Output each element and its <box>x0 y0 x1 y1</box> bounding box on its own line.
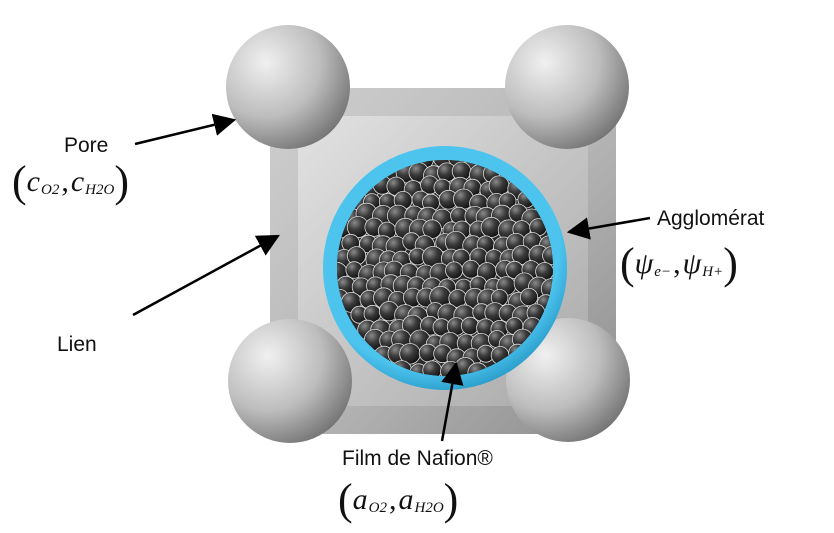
pore-sphere-top-left <box>226 25 350 149</box>
film-formula-var2: a <box>398 483 414 516</box>
pore-formula: (cO2,cH2O) <box>12 160 129 204</box>
pore-formula-sub2: H2O <box>85 181 115 198</box>
agglomerat-formula-close: ) <box>723 239 738 288</box>
pore-sphere-bottom-right <box>506 318 630 442</box>
film-formula: (aO2,aH2O) <box>338 478 458 522</box>
agglomerat-label: Agglomérat <box>657 207 765 230</box>
pore-formula-var1: c <box>26 165 40 198</box>
agglomerat-formula-comma: , <box>673 247 681 280</box>
agglomerate-particle <box>445 261 464 280</box>
pore-label: Pore <box>64 134 109 157</box>
pore-sphere-top-right <box>505 25 629 149</box>
pore-formula-open: ( <box>12 157 27 206</box>
film-formula-comma: , <box>389 483 397 516</box>
pore-formula-close: ) <box>114 157 129 206</box>
pore-arrow <box>134 113 237 146</box>
pore-formula-comma: , <box>61 165 69 198</box>
agglomerat-arrow <box>566 216 651 240</box>
agglomerate-particle <box>519 287 539 307</box>
film-formula-close: ) <box>443 475 459 524</box>
film-formula-sub2: H2O <box>414 499 444 516</box>
film-arrow <box>440 361 464 442</box>
agglomerate-particle <box>460 316 480 335</box>
agglomerat-formula-var2: ψ <box>682 247 702 280</box>
lien-arrow <box>132 234 280 317</box>
film-formula-open: ( <box>338 475 353 524</box>
agglomerat-formula-open: ( <box>620 239 635 288</box>
agglomerat-formula: (ψe−,ψH+) <box>620 242 738 286</box>
agglomerat-formula-var1: ψ <box>634 247 654 280</box>
agglomerate-particle <box>461 259 481 279</box>
film-label: Film de Nafion® <box>342 447 493 470</box>
agglomerate-particles <box>337 160 553 376</box>
film-formula-var1: a <box>352 483 368 516</box>
lien-label: Lien <box>57 333 97 356</box>
pore-formula-sub1: O2 <box>40 181 60 198</box>
film-formula-sub1: O2 <box>368 499 387 516</box>
pore-formula-var2: c <box>70 165 85 198</box>
agglomerat-formula-sub1: e− <box>654 263 672 280</box>
agglomerat-formula-sub2: H+ <box>702 263 724 280</box>
pore-sphere-bottom-left <box>228 319 352 443</box>
